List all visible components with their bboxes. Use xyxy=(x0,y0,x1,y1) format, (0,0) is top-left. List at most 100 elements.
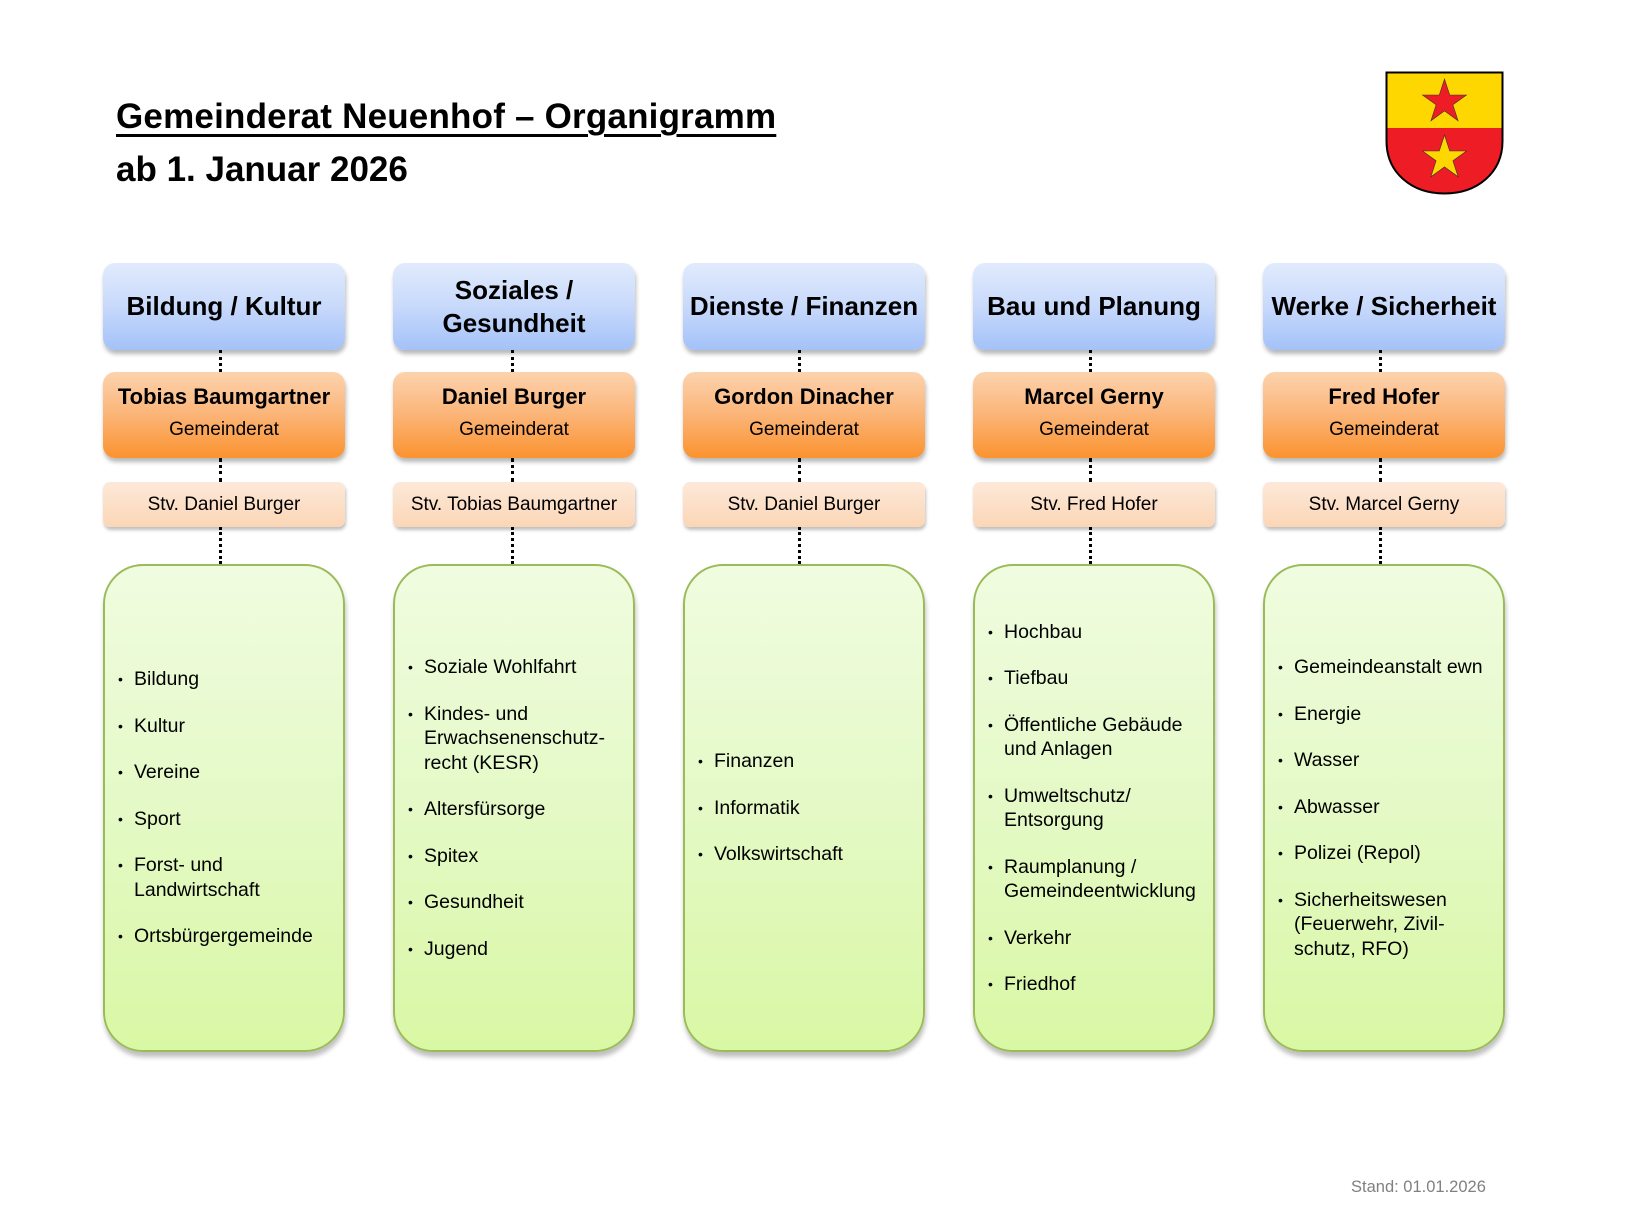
task-item: • Umweltschutz/ Entsorgung xyxy=(988,784,1207,833)
department-box[interactable]: Soziales / Gesundheit xyxy=(393,263,635,350)
task-label: Forst- und Landwirtschaft xyxy=(134,854,260,901)
department-box[interactable]: Dienste / Finanzen xyxy=(683,263,925,350)
bullet-icon: • xyxy=(408,801,413,817)
bullet-icon: • xyxy=(988,976,993,992)
task-item: •Kultur xyxy=(118,714,337,739)
deputy-box[interactable]: Stv. Daniel Burger xyxy=(103,482,345,527)
task-item: •Spitex xyxy=(408,844,627,869)
department-box[interactable]: Bildung / Kultur xyxy=(103,263,345,350)
bullet-icon: • xyxy=(698,846,703,863)
task-label: Finanzen xyxy=(714,750,795,773)
bullet-icon: • xyxy=(1278,659,1283,675)
task-item: • Forst- und Landwirtschaft xyxy=(118,853,337,902)
task-label: Friedhof xyxy=(1004,973,1076,995)
department-name: Bau und Planung xyxy=(987,291,1201,321)
bullet-icon: • xyxy=(118,857,123,874)
task-item: •Verkehr xyxy=(988,926,1207,951)
bullet-icon: • xyxy=(1278,845,1283,861)
task-item: • Sport xyxy=(118,807,337,832)
task-item: •Tiefbau xyxy=(988,666,1207,691)
bullet-icon: • xyxy=(118,671,123,688)
task-label: Ortsbürgergemeinde xyxy=(134,925,313,948)
councillor-box[interactable]: Fred Hofer Gemeinderat xyxy=(1263,372,1505,458)
task-item: • Finanzen xyxy=(698,749,917,774)
task-item: •Vereine xyxy=(118,760,337,785)
councillor-name: Fred Hofer xyxy=(1328,384,1440,409)
deputy-name: Stv. Tobias Baumgartner xyxy=(410,493,618,515)
task-item: •Ortsbürgergemeinde xyxy=(118,924,337,949)
connector-line xyxy=(798,527,801,564)
task-label: Gemeindeanstalt ewn xyxy=(1294,656,1483,678)
task-item: • Friedhof xyxy=(988,972,1207,997)
councillor-role: Gemeinderat xyxy=(749,419,859,440)
task-label: Sport xyxy=(134,807,181,830)
bullet-icon: • xyxy=(988,670,993,686)
task-item: • Polizei (Repol) xyxy=(1278,841,1497,866)
bullet-icon: • xyxy=(1278,798,1283,815)
task-label: Öffentliche Gebäude und Anlagen xyxy=(1004,713,1183,761)
connector-line xyxy=(798,350,801,372)
connector-line xyxy=(1379,527,1382,564)
task-label: Kindes- und Erwachsenenschutz- recht (KE… xyxy=(424,702,606,774)
task-item: •Hochbau xyxy=(988,620,1207,645)
councillor-name: Gordon Dinacher xyxy=(714,384,894,409)
task-label: Hochbau xyxy=(1004,620,1083,643)
task-label: Polizei (Repol) xyxy=(1294,842,1421,864)
bullet-icon: • xyxy=(988,787,993,804)
connector-line xyxy=(1379,458,1382,482)
department-name: Soziales / Gesundheit xyxy=(442,274,586,338)
connector-line xyxy=(1089,458,1092,482)
bullet-icon: • xyxy=(698,753,703,770)
task-item: •Raumplanung / Gemeindeentwicklung xyxy=(988,855,1207,904)
task-label: Gesundheit xyxy=(424,891,524,913)
deputy-box[interactable]: Stv. Daniel Burger xyxy=(683,482,925,527)
task-item: •Bildung xyxy=(118,667,337,692)
councillor-box[interactable]: Tobias Baumgartner Gemeinderat xyxy=(103,372,345,458)
task-label: Jugend xyxy=(424,937,488,960)
bullet-icon: • xyxy=(1278,752,1283,768)
bullet-icon: • xyxy=(118,810,123,827)
page-title: Gemeinderat Neuenhof – Organigramm xyxy=(116,97,777,136)
councillor-name: Daniel Burger xyxy=(441,384,587,409)
connector-line xyxy=(219,458,222,482)
task-item: •Jugend xyxy=(408,937,627,962)
department-column: Werke / Sicherheit Fred Hofer Gemeindera… xyxy=(1263,0,1505,1224)
deputy-box[interactable]: Stv. Marcel Gerny xyxy=(1263,482,1505,527)
department-box[interactable]: Bau und Planung xyxy=(973,263,1215,350)
connector-line xyxy=(219,527,222,564)
councillor-box[interactable]: Daniel Burger Gemeinderat xyxy=(393,372,635,458)
task-item: • Gemeindeanstalt ewn xyxy=(1278,655,1497,680)
task-label: Raumplanung / Gemeindeentwicklung xyxy=(1004,855,1196,903)
department-box[interactable]: Werke / Sicherheit xyxy=(1263,263,1505,350)
deputy-name: Stv. Daniel Burger xyxy=(727,493,881,515)
task-item: •Wasser xyxy=(1278,748,1497,773)
deputy-box[interactable]: Stv. Fred Hofer xyxy=(973,482,1215,527)
task-label: Altersfürsorge xyxy=(424,798,546,820)
task-list-box: •Soziale Wohlfahrt•Kindes- und Erwachsen… xyxy=(393,564,635,1052)
bullet-icon: • xyxy=(408,894,413,910)
task-item: • Gesundheit xyxy=(408,890,627,915)
deputy-name: Stv. Fred Hofer xyxy=(1030,493,1158,515)
status-date: Stand: 01.01.2026 xyxy=(1351,1178,1486,1196)
bullet-icon: • xyxy=(1278,891,1283,908)
task-item: • Abwasser xyxy=(1278,795,1497,820)
page-subtitle: ab 1. Januar 2026 xyxy=(116,150,408,189)
task-label: Umweltschutz/ Entsorgung xyxy=(1004,784,1131,832)
department-column: Dienste / Finanzen Gordon Dinacher Gemei… xyxy=(683,0,925,1224)
department-column: Bau und Planung Marcel Gerny Gemeinderat… xyxy=(973,0,1215,1224)
department-column: Soziales / Gesundheit Daniel Burger Geme… xyxy=(393,0,635,1224)
task-list-box: •Bildung •Kultur •Vereine • Sport • Forst- und… xyxy=(103,564,345,1052)
councillor-box[interactable]: Gordon Dinacher Gemeinderat xyxy=(683,372,925,458)
task-label: Abwasser xyxy=(1294,795,1380,818)
connector-line xyxy=(219,350,222,372)
task-label: Informatik xyxy=(714,796,800,819)
task-item: • Volkswirtschaft xyxy=(698,842,917,867)
deputy-name: Stv. Marcel Gerny xyxy=(1308,493,1460,515)
bullet-icon: • xyxy=(1278,705,1283,722)
department-column: Bildung / Kultur Tobias Baumgartner Geme… xyxy=(103,0,345,1224)
deputy-box[interactable]: Stv. Tobias Baumgartner xyxy=(393,482,635,527)
task-label: Volkswirtschaft xyxy=(714,843,843,866)
councillor-box[interactable]: Marcel Gerny Gemeinderat xyxy=(973,372,1215,458)
councillor-role: Gemeinderat xyxy=(459,419,569,440)
red-star-icon xyxy=(1421,78,1468,122)
